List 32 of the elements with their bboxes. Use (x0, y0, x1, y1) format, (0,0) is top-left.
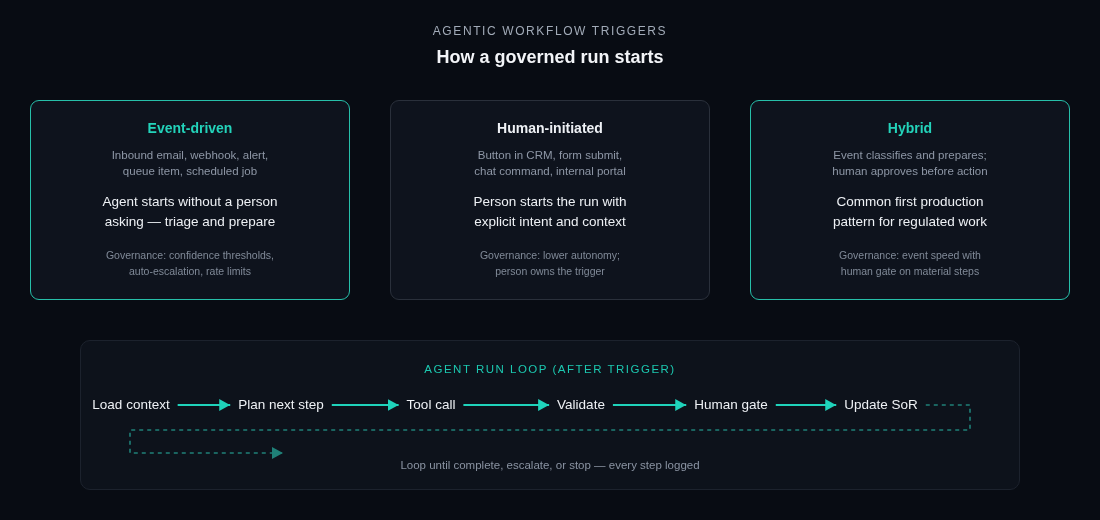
trigger-card (30, 100, 350, 300)
step-label: Validate (557, 396, 605, 414)
dashed-loop-arrow (129, 404, 971, 459)
card-title: Event-driven (147, 119, 233, 138)
card-summary: Agent starts without a person asking — triage and prepare (101, 193, 279, 231)
trigger-card (390, 100, 710, 300)
trigger-examples: Inbound email, webhook, alert, queue item, scheduled job (110, 148, 270, 179)
card-title: Hybrid (887, 119, 933, 138)
arrow (774, 399, 838, 411)
step-label: Update SoR (844, 396, 918, 414)
section-heading: AGENT RUN LOOP (AFTER TRIGGER) (424, 363, 676, 376)
card-title: Human-initiated (497, 119, 603, 138)
trigger-examples: Button in CRM, form submit, chat command, internal portal (473, 148, 627, 179)
diagram-title: How a governed run starts (436, 46, 664, 68)
governance-note: Governance: lower autonomy; person owns the trigger (478, 248, 622, 279)
trigger-examples: Event classifies and prepares; human approves before action (831, 148, 989, 179)
step-label: Human gate (694, 396, 768, 414)
card-summary: Common first production pattern for regulated work (832, 193, 988, 231)
arrow (462, 399, 551, 411)
arrow (330, 399, 400, 411)
step-label: Plan next step (238, 396, 324, 414)
governance-note: Governance: event speed with human gate on material steps (838, 248, 982, 279)
step-label: Tool call (406, 396, 456, 414)
section-kicker: AGENTIC WORKFLOW TRIGGERS (432, 24, 668, 38)
governance-note: Governance: confidence thresholds, auto-escalation, rate limits (104, 248, 276, 279)
step-label: Load context (92, 396, 170, 414)
trigger-card (750, 100, 1070, 300)
arrow (176, 399, 232, 411)
card-summary: Person starts the run with explicit intent and context (472, 193, 628, 231)
loop-panel (80, 340, 1020, 490)
loop-note: Loop until complete, escalate, or stop — every step logged (400, 458, 700, 472)
arrow (611, 399, 688, 411)
